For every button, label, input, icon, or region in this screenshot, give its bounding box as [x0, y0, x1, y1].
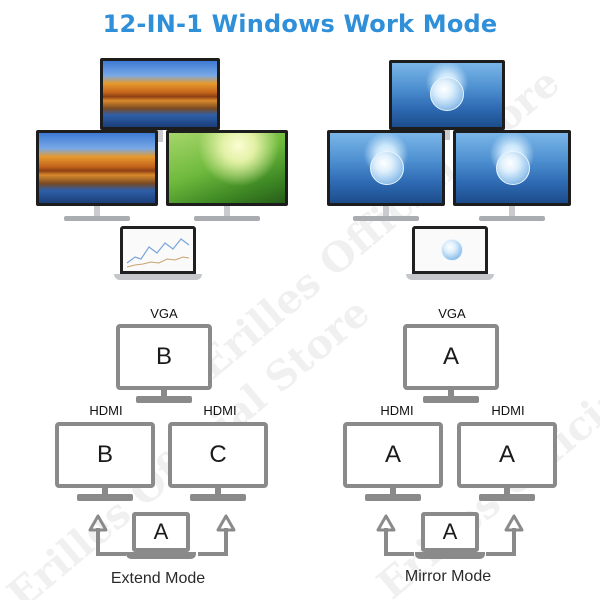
monitor-letter: A	[498, 441, 515, 468]
monitor-stand	[365, 494, 421, 501]
up-arrow-icon	[88, 514, 126, 556]
monitor-a-left: A	[343, 422, 443, 488]
monitor-stand	[504, 488, 510, 496]
port-label-hdmi: HDMI	[203, 403, 237, 418]
monitor-photo	[453, 130, 571, 224]
monitor-photo	[36, 130, 158, 224]
monitor-stand	[448, 390, 454, 398]
monitor-photo	[100, 58, 220, 142]
monitor-stand	[136, 396, 192, 403]
port-label-hdmi: HDMI	[380, 403, 414, 418]
monitor-stand	[190, 494, 246, 501]
monitor-photo	[166, 130, 288, 224]
laptop-photo	[114, 226, 202, 282]
monitor-stand	[161, 390, 167, 398]
monitor-stand	[479, 494, 535, 501]
monitor-photo	[327, 130, 445, 224]
port-label-hdmi: HDMI	[491, 403, 525, 418]
monitor-letter: A	[442, 519, 458, 544]
mode-label-extend: Extend Mode	[110, 570, 206, 587]
monitor-letter: A	[442, 343, 459, 370]
laptop-base	[415, 552, 485, 559]
monitor-letter: A	[153, 519, 169, 544]
up-arrow-icon	[376, 514, 414, 556]
monitor-c-right: C	[168, 422, 268, 488]
monitor-stand	[77, 494, 133, 501]
monitor-stand	[215, 488, 221, 496]
laptop-a: A	[421, 512, 479, 552]
laptop-base	[126, 552, 196, 559]
port-label-hdmi: HDMI	[89, 403, 123, 418]
monitor-b-top: B	[116, 324, 212, 390]
monitor-b-left: B	[55, 422, 155, 488]
monitor-letter: A	[384, 441, 401, 468]
up-arrow-icon	[198, 514, 236, 556]
mode-label-mirror: Mirror Mode	[404, 568, 492, 585]
laptop-a: A	[132, 512, 190, 552]
up-arrow-icon	[486, 514, 524, 556]
chart-thumbnail-icon	[123, 229, 193, 271]
page-title: 12-IN-1 Windows Work Mode	[102, 10, 498, 38]
monitor-a-top: A	[403, 324, 499, 390]
laptop-photo	[406, 226, 494, 282]
monitor-letter: B	[155, 343, 172, 370]
monitor-stand	[102, 488, 108, 496]
port-label-vga: VGA	[438, 306, 466, 321]
monitor-a-right: A	[457, 422, 557, 488]
monitor-stand	[423, 396, 479, 403]
monitor-letter: B	[96, 441, 113, 468]
port-label-vga: VGA	[150, 306, 178, 321]
monitor-photo	[389, 60, 505, 140]
monitor-stand	[390, 488, 396, 496]
monitor-letter: C	[209, 441, 227, 468]
